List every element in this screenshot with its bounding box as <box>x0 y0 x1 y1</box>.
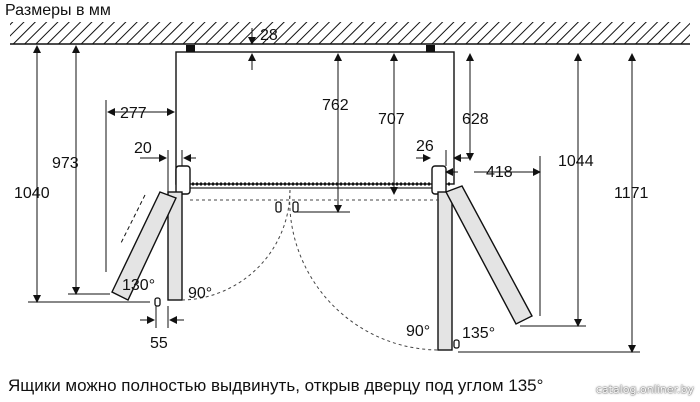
dim-20: 20 <box>134 140 152 157</box>
dim-973: 973 <box>52 155 79 172</box>
watermark: catalog.onliner.by <box>595 383 694 396</box>
dim-1040: 1040 <box>14 185 50 202</box>
dim-707: 707 <box>378 111 405 128</box>
angle-90-right: 90° <box>406 323 430 340</box>
dim-628: 628 <box>462 111 489 128</box>
swing-arcs <box>181 189 440 351</box>
dim-1044: 1044 <box>558 153 594 170</box>
angle-90-left: 90° <box>188 285 212 302</box>
dim-28: 28 <box>260 27 278 44</box>
units-title: Размеры в мм <box>5 2 111 19</box>
caption: Ящики можно полностью выдвинуть, открыв … <box>8 376 544 395</box>
dim-418: 418 <box>486 164 513 181</box>
dim-26: 26 <box>416 138 434 155</box>
angle-130: 130° <box>122 277 155 294</box>
angle-135: 135° <box>462 325 495 342</box>
dim-55: 55 <box>150 335 168 352</box>
dim-762: 762 <box>322 97 349 114</box>
handles <box>154 201 460 349</box>
dim-1171: 1171 <box>614 185 649 202</box>
dimension-lines <box>28 28 640 353</box>
right-door <box>431 165 533 351</box>
left-door <box>111 165 191 301</box>
fridge-body <box>175 45 455 189</box>
wall <box>10 22 690 45</box>
dim-277: 277 <box>120 105 147 122</box>
